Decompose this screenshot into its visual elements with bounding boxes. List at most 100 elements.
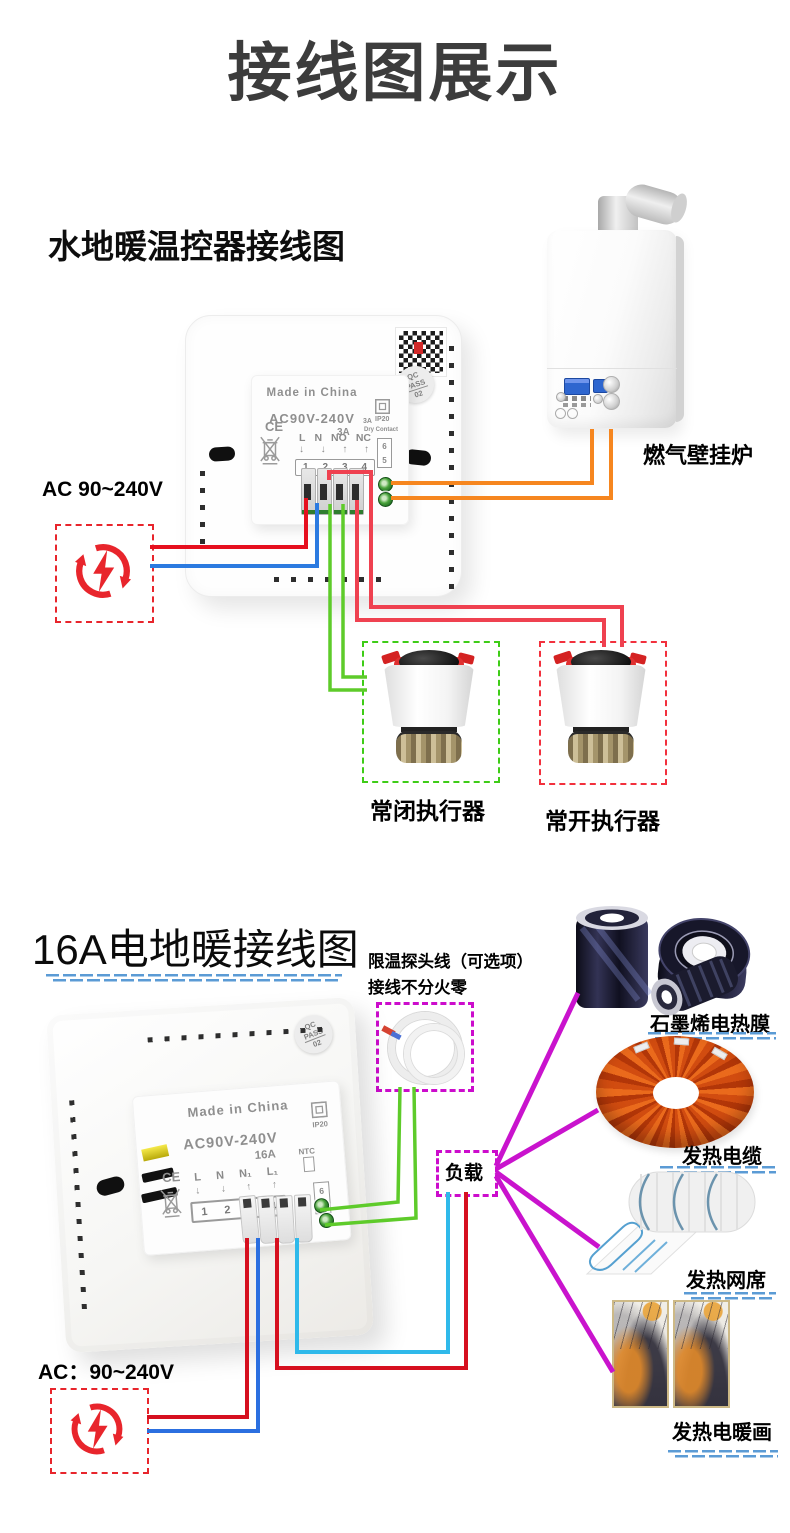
ntc-connector-icon (302, 1156, 316, 1173)
ac-power-label-1: AC 90~240V (42, 478, 163, 501)
heating-cable-image (596, 1036, 754, 1148)
painting-panel-right (673, 1300, 730, 1408)
load-label-cable: 发热电缆 (682, 1146, 762, 1168)
actuator-neck (573, 727, 629, 732)
boiler-logo2 (567, 408, 578, 419)
wire-fan-cable (494, 1107, 600, 1172)
boiler-side-face (676, 236, 684, 422)
actuator-brass-ring (396, 731, 462, 763)
actuator-body (555, 665, 647, 727)
nc-actuator-label: 常闭执行器 (370, 798, 485, 824)
probe-note-line2: 接线不分火零 (368, 979, 467, 997)
terminal-2: 2 (223, 1203, 231, 1217)
boiler-knob-top (603, 376, 620, 393)
load-label-mat: 发热网席 (686, 1270, 766, 1292)
heating-painting-image (612, 1300, 736, 1412)
cable-tie-2 (673, 1037, 690, 1046)
mounting-slot (94, 1174, 127, 1198)
ip20-text: IP20 (312, 1119, 329, 1130)
wire-terminal-2 (317, 468, 332, 515)
dry-contact-text: Dry Contact (364, 427, 399, 433)
down-arrow-icon: ↓ (220, 1183, 227, 1195)
terminal-labels: L N NO NC (299, 432, 371, 444)
down-arrow-icon: ↓ (320, 444, 326, 455)
vent-column-right (449, 346, 454, 591)
underline-painting (668, 1450, 778, 1458)
terminal-label-NC: NC (355, 432, 371, 444)
underline-graphene (648, 1032, 776, 1040)
terminal-label-N1: N₁ (238, 1167, 253, 1181)
mounting-slot-left (208, 446, 236, 462)
made-in-china-text: Made in China (186, 1097, 289, 1121)
down-arrow-icon: ↓ (194, 1185, 201, 1197)
vent-column-left (69, 1100, 88, 1316)
vent-column-left (200, 471, 205, 546)
nc-actuator-image (374, 650, 484, 768)
terminal-label-NO: NO (331, 432, 347, 444)
terminal-arrows: ↓ ↓ ↑ ↑ (299, 444, 369, 455)
up-arrow-icon: ↑ (363, 444, 369, 455)
boiler-buttons-row2 (563, 403, 591, 407)
terminal-label-L: L (299, 432, 306, 444)
boiler-knob-bottom (603, 393, 620, 410)
ac-power-box-1 (55, 524, 154, 623)
ac-power-icon-1 (68, 536, 138, 606)
load-label-graphene: 石墨烯电热膜 (650, 1014, 770, 1036)
probe-coil-image (376, 1002, 468, 1086)
wire-terminal-4 (349, 468, 364, 515)
up-arrow-icon: ↑ (342, 444, 348, 455)
wire-terminal-1 (301, 468, 316, 515)
actuator-body (383, 665, 475, 727)
aux-terminal-5: 5 (382, 455, 387, 465)
boiler-button-round-right (593, 394, 603, 404)
down-arrow-icon: ↓ (299, 444, 304, 455)
underline-cable (660, 1166, 776, 1174)
boiler-button-round-left (556, 392, 566, 402)
terminal-label-N: N (314, 432, 323, 444)
ce-mark: CE (161, 1168, 181, 1186)
made-in-china-text: Made in China (266, 387, 358, 399)
voltage-text: AC90V-240V (182, 1130, 279, 1154)
aux-terminal-6: 6 (382, 441, 387, 451)
qr-code-center (414, 342, 423, 354)
terminal-3: 3 (342, 462, 348, 473)
gas-boiler-image (545, 180, 790, 436)
ce-mark: CE (265, 419, 284, 434)
terminal-label-N: N (215, 1169, 225, 1183)
section2-heading-underline (46, 974, 342, 982)
wire-tab-3 (275, 1195, 296, 1244)
thermostat-water: QC PASS 02 Made in China AC90V-240V 3A C… (185, 315, 462, 597)
probe-note-line1: 限温探头线（可选项） (368, 953, 533, 971)
up-arrow-icon: ↑ (246, 1181, 252, 1193)
current-text: 3A (337, 427, 350, 438)
section2-heading: 16A电地暖接线图 (32, 926, 359, 973)
heating-mat-image (585, 1171, 756, 1275)
section1-heading: 水地暖温控器接线图 (48, 228, 345, 265)
dry-contact-screw-bottom (378, 492, 393, 507)
qc-pass-badge-2: QC PASS 02 (288, 1009, 339, 1060)
boiler-panel-seam (547, 368, 677, 369)
thermostat-electric: QC PASS 02 Made in China AC90V-240V 16A … (45, 996, 375, 1354)
wire-fan-graphene (493, 991, 581, 1168)
ac-power-label-2: AC：90~240V (38, 1361, 174, 1384)
actuator-neck (401, 727, 457, 732)
vent-row-bottom (274, 577, 384, 582)
terminal-1: 1 (200, 1205, 208, 1218)
aux-terminal-6: 6 (318, 1185, 325, 1196)
no-actuator-label: 常开执行器 (545, 808, 660, 834)
ntc-text: NTC (298, 1146, 316, 1157)
underline-mat (684, 1292, 776, 1300)
aux-terminal-diagram: 6 5 (377, 438, 392, 468)
wire-tab-4 (293, 1194, 313, 1243)
weee-icon (260, 436, 280, 465)
actuator-brass-ring (568, 731, 634, 763)
up-arrow-icon: ↑ (271, 1179, 278, 1191)
terminal-4: 4 (361, 462, 368, 473)
load-label-painting: 发热电暖画 (672, 1422, 772, 1444)
boiler-display-lcd (564, 378, 590, 395)
weee-icon (160, 1188, 182, 1218)
rating-small-text: 3A (363, 418, 372, 425)
load-label: 负载 (444, 1163, 483, 1184)
page-title: 接线图展示 (227, 37, 563, 109)
